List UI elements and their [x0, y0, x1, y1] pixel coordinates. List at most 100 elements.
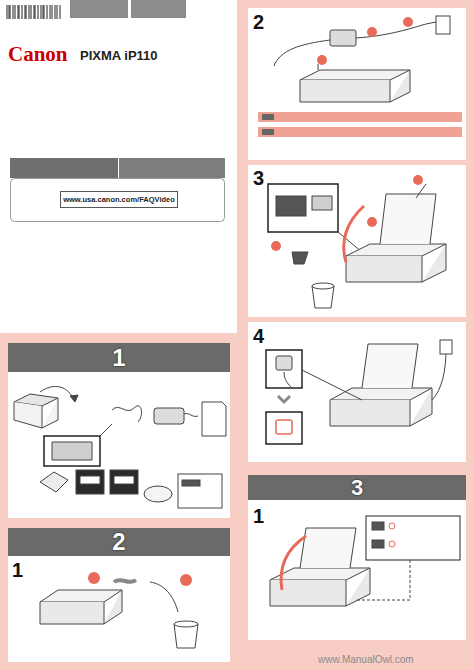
- step-panel: [248, 322, 466, 462]
- step-number: 3: [253, 168, 264, 188]
- callout-frame: [366, 516, 460, 560]
- paper-support: [300, 528, 356, 568]
- note-icon: [262, 129, 274, 135]
- callout-dot: [403, 17, 413, 27]
- step-number: 2: [253, 12, 264, 32]
- tape-removal-illustration: [40, 572, 198, 648]
- callout-dot: [180, 574, 192, 586]
- printer-body: [330, 388, 432, 426]
- open-cover-illustration: [268, 175, 446, 308]
- power-button: [276, 356, 292, 370]
- discard-arrow: [150, 582, 178, 612]
- cartridge-label: [114, 476, 134, 484]
- protective-material: [276, 196, 306, 216]
- printer-body: [346, 244, 446, 282]
- pink-column: [0, 333, 237, 670]
- section-band: 1: [8, 343, 230, 372]
- trash-can: [174, 621, 198, 627]
- step-number: 1: [253, 506, 264, 526]
- note-strip: [258, 112, 462, 122]
- ink-package: [40, 472, 68, 492]
- callout-frame: [44, 436, 100, 466]
- step-panel: [248, 8, 466, 160]
- step-panel: [8, 556, 230, 662]
- power-cord: [112, 406, 141, 422]
- printer-body: [270, 568, 370, 606]
- adapter-cable: [184, 414, 198, 417]
- printer-body: [40, 590, 122, 624]
- watermark: www.ManualOwl.com: [318, 655, 414, 665]
- paper-support: [362, 344, 418, 388]
- barcode: [6, 5, 62, 19]
- model-name: PIXMA iP110: [80, 49, 158, 62]
- arrow-head: [70, 395, 78, 402]
- unpack-arrow: [40, 386, 74, 400]
- callout-frame: [266, 350, 302, 388]
- ac-adapter: [330, 30, 356, 46]
- power-on-illustration: [266, 340, 452, 444]
- callout-frame: [268, 184, 338, 232]
- header-tab: [70, 0, 128, 18]
- protective-material: [312, 196, 332, 210]
- trash-can: [174, 624, 198, 648]
- lit-power-button: [276, 420, 292, 434]
- brand-logo: Canon: [8, 44, 68, 65]
- barcode-area: [6, 5, 62, 19]
- trash-can: [312, 283, 334, 289]
- callout-frame: [266, 412, 302, 444]
- step-panel: [248, 500, 466, 640]
- prohibit-icon: [389, 523, 395, 529]
- paper-sheet: [202, 402, 226, 436]
- url-box: www.usa.canon.com/FAQVideo: [60, 191, 178, 208]
- printer-body: [300, 70, 410, 80]
- open-arrow: [344, 206, 364, 262]
- leader-line: [338, 232, 362, 252]
- cartridge-icon: [372, 540, 384, 548]
- wall-outlet: [440, 340, 452, 354]
- manual-docs: [182, 480, 200, 486]
- step-number: 4: [253, 326, 264, 346]
- leader-line: [302, 370, 362, 400]
- step-number: 1: [12, 560, 23, 580]
- printer-body: [270, 568, 370, 580]
- lift-arrow: [416, 184, 426, 198]
- power-cord: [432, 350, 446, 400]
- callout-dot: [271, 241, 281, 251]
- section-band: 3: [248, 475, 466, 500]
- wall-outlet: [436, 16, 450, 34]
- carton-box: [14, 398, 58, 428]
- down-chevron: [278, 396, 290, 402]
- cartridge-icon: [372, 522, 384, 530]
- printer-body: [330, 388, 432, 400]
- step-panel: [248, 165, 466, 317]
- leader-line: [356, 560, 410, 600]
- callout-dot: [367, 27, 377, 37]
- plug-lead: [318, 64, 319, 70]
- print-head: [52, 442, 92, 460]
- grey-bar: [119, 158, 225, 178]
- ink-cartridge: [110, 470, 138, 494]
- prohibit-icon: [389, 541, 395, 547]
- power-connect-illustration: [274, 16, 450, 102]
- callout-dot: [367, 217, 377, 227]
- manual-docs: [178, 474, 222, 508]
- node-text: 1: [112, 346, 125, 370]
- url-frame: [11, 179, 225, 222]
- leader-line: [100, 424, 112, 436]
- ac-adapter: [154, 408, 184, 424]
- power-cord: [356, 22, 436, 38]
- header-tab: [131, 0, 186, 18]
- pink-column: [237, 0, 474, 670]
- node-text: 3: [351, 477, 363, 499]
- paper-support: [380, 194, 436, 244]
- open-head-cover-illustration: [270, 516, 460, 606]
- contents-illustration: [14, 386, 226, 508]
- printer-body: [40, 590, 122, 602]
- note-strip: [258, 127, 462, 137]
- callout-dot: [413, 175, 423, 185]
- finger: [284, 372, 292, 388]
- printer-body: [346, 244, 446, 256]
- node-text: www.usa.canon.com/FAQVideo: [63, 196, 175, 204]
